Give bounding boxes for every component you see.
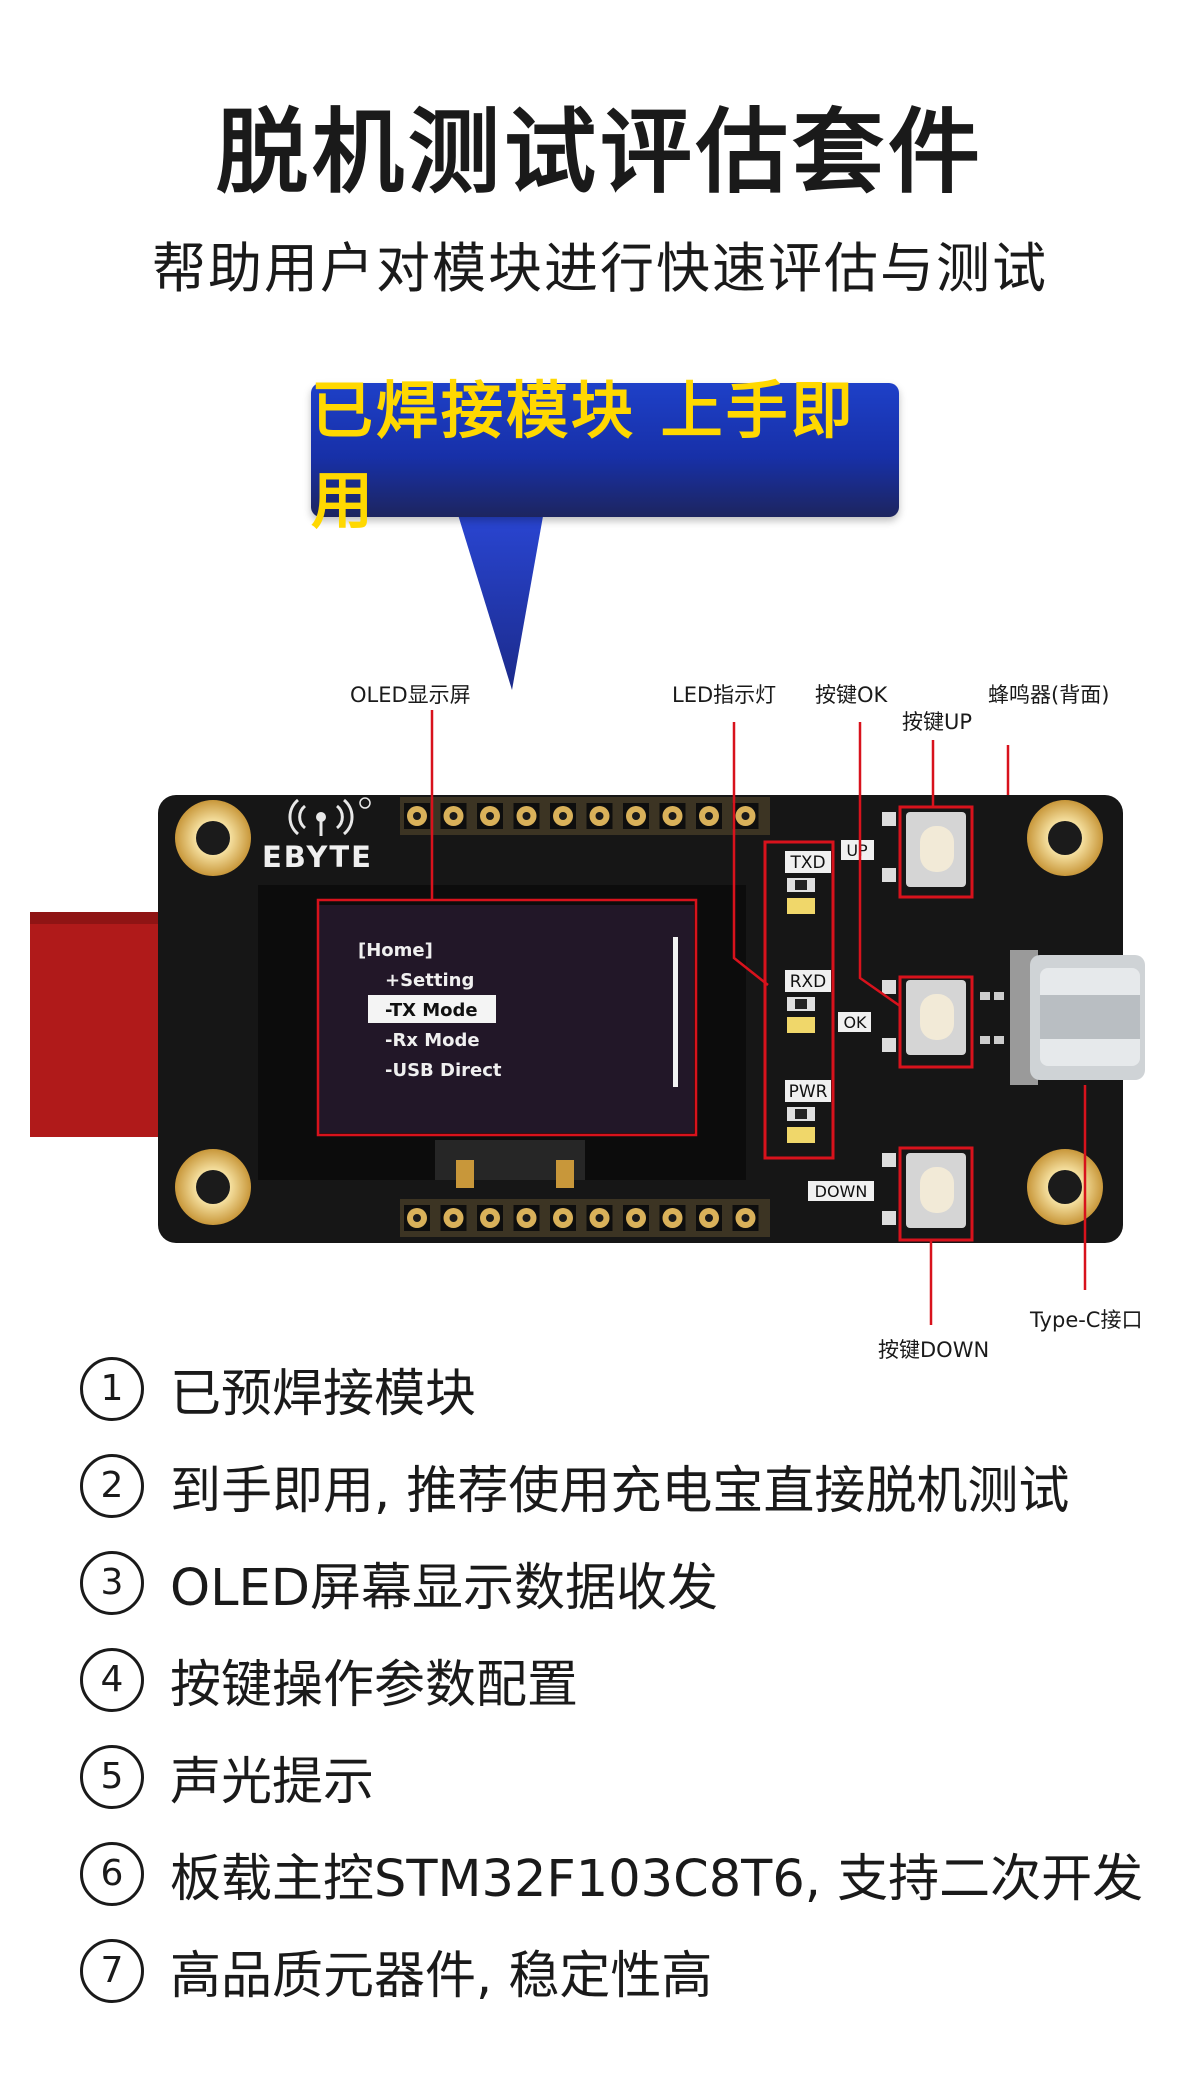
label-buzzer: 蜂鸣器(背面) bbox=[988, 683, 1109, 707]
ebyte-logo: EBYTE bbox=[262, 797, 373, 874]
label-oled: OLED显示屏 bbox=[350, 683, 471, 707]
feature-number: 7 bbox=[80, 1938, 144, 2003]
feature-item: 7 高品质元器件, 稳定性高 bbox=[80, 1922, 1180, 2019]
silk-down: DOWN bbox=[815, 1182, 868, 1201]
feature-text: 按键操作参数配置 bbox=[170, 1655, 579, 1715]
oled-highlight bbox=[316, 898, 698, 1137]
oled-menu-item: -USB Direct bbox=[385, 1060, 502, 1081]
silk-up: UP bbox=[846, 841, 868, 860]
typec-connector bbox=[1010, 950, 1145, 1085]
silk-ok: OK bbox=[843, 1013, 867, 1032]
page-title: 脱机测试评估套件 bbox=[215, 99, 984, 206]
header-pins-top bbox=[400, 797, 770, 835]
feature-item: 4 按键操作参数配置 bbox=[80, 1631, 1180, 1728]
feature-number: 6 bbox=[80, 1841, 144, 1906]
oled-menu-selection bbox=[368, 995, 496, 1023]
button-down[interactable]: DOWN bbox=[808, 1146, 974, 1242]
feature-text: OLED屏幕显示数据收发 bbox=[170, 1558, 719, 1618]
ribbon-cable bbox=[30, 912, 170, 1137]
brand-text: EBYTE bbox=[262, 840, 373, 874]
feature-number: 5 bbox=[80, 1744, 144, 1809]
callout-lines bbox=[316, 710, 1087, 1325]
oled-menu-item: [Home] bbox=[358, 940, 433, 961]
button-up[interactable]: UP bbox=[841, 805, 974, 899]
oled-scrollbar bbox=[673, 937, 678, 1087]
feature-text: 到手即用, 推荐使用充电宝直接脱机测试 bbox=[170, 1461, 1070, 1521]
led-txd-label: TXD bbox=[789, 853, 825, 873]
button-ok[interactable]: OK bbox=[838, 975, 974, 1069]
led-rxd-label: RXD bbox=[790, 972, 827, 992]
label-btn-down: 按键DOWN bbox=[878, 1338, 989, 1362]
feature-text: 板载主控STM32F103C8T6, 支持二次开发 bbox=[170, 1849, 1144, 1909]
feature-number: 1 bbox=[80, 1356, 144, 1421]
oled-menu: [Home] +Setting -TX Mode -Rx Mode -USB Direc… bbox=[358, 940, 502, 1081]
label-typec: Type-C接口 bbox=[1029, 1308, 1142, 1332]
led-panel: TXD RXD PWR bbox=[763, 840, 835, 1160]
oled-menu-item: +Setting bbox=[385, 970, 474, 991]
feature-text: 已预焊接模块 bbox=[170, 1364, 477, 1424]
label-led: LED指示灯 bbox=[672, 683, 776, 707]
banner-text: 已焊接模块 上手即用 bbox=[311, 374, 856, 537]
feature-number: 4 bbox=[80, 1647, 144, 1712]
feature-item: 6 板载主控STM32F103C8T6, 支持二次开发 bbox=[80, 1825, 1180, 1922]
feature-item: 5 声光提示 bbox=[80, 1728, 1180, 1825]
led-pwr-label: PWR bbox=[789, 1082, 828, 1102]
oled-menu-item: -Rx Mode bbox=[385, 1030, 480, 1051]
feature-text: 声光提示 bbox=[170, 1752, 375, 1812]
banner: 已焊接模块 上手即用 bbox=[311, 374, 899, 537]
label-btn-up: 按键UP bbox=[902, 710, 972, 734]
feature-item: 1 已预焊接模块 bbox=[80, 1340, 1180, 1437]
feature-list: 1 已预焊接模块 2 到手即用, 推荐使用充电宝直接脱机测试 3 OLED屏幕显示数据收发… bbox=[80, 1340, 1180, 2019]
feature-item: 2 到手即用, 推荐使用充电宝直接脱机测试 bbox=[80, 1437, 1180, 1534]
label-btn-ok: 按键OK bbox=[815, 683, 889, 707]
feature-text: 高品质元器件, 稳定性高 bbox=[170, 1946, 713, 2006]
feature-number: 3 bbox=[80, 1550, 144, 1615]
banner-tail bbox=[455, 505, 545, 690]
oled-menu-item: -TX Mode bbox=[385, 1000, 478, 1021]
page-subtitle: 帮助用户对模块进行快速评估与测试 bbox=[152, 237, 1048, 300]
header-pins-bottom bbox=[400, 1199, 770, 1237]
feature-item: 3 OLED屏幕显示数据收发 bbox=[80, 1534, 1180, 1631]
feature-number: 2 bbox=[80, 1453, 144, 1518]
